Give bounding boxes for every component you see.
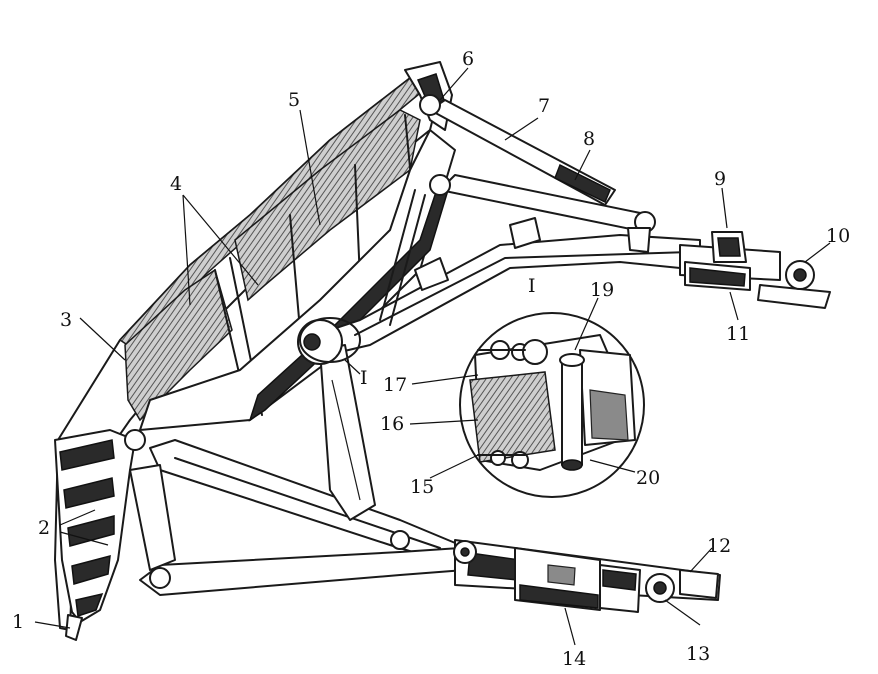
callout-9: 9 [714,168,726,190]
callout-11: 11 [726,323,750,345]
end-bit-striped [54,429,136,641]
detail-circle-I [459,312,645,498]
callout-I-detail: I [528,275,536,297]
callout-3: 3 [60,309,72,331]
callout-I-joint: I [360,367,368,389]
callout-17: 17 [383,374,407,396]
callout-16: 16 [380,413,404,435]
moldboard [54,61,456,631]
upper-push-frame [319,217,831,521]
central-joint [297,317,361,365]
callout-4: 4 [170,173,182,195]
callout-1-edge: 1 [12,611,24,633]
callout-2: 2 [38,517,50,539]
callout-15: 15 [410,476,434,498]
callout-12: 12 [707,535,731,557]
leader-lines [34,67,831,646]
callout-19: 19 [590,279,614,301]
callout-6: 6 [462,48,474,70]
callout-14: 14 [562,648,586,670]
callout-13: 13 [686,643,710,665]
callout-8: 8 [583,128,595,150]
callout-5: 5 [288,89,300,111]
callout-7: 7 [538,95,550,117]
lower-push-frame [124,429,721,613]
callout-20: 20 [636,467,660,489]
braces [379,94,656,326]
callouts: 1 2 3 4 5 6 7 8 9 10 11 12 13 14 15 16 1… [12,48,850,670]
callout-10: 10 [826,225,850,247]
